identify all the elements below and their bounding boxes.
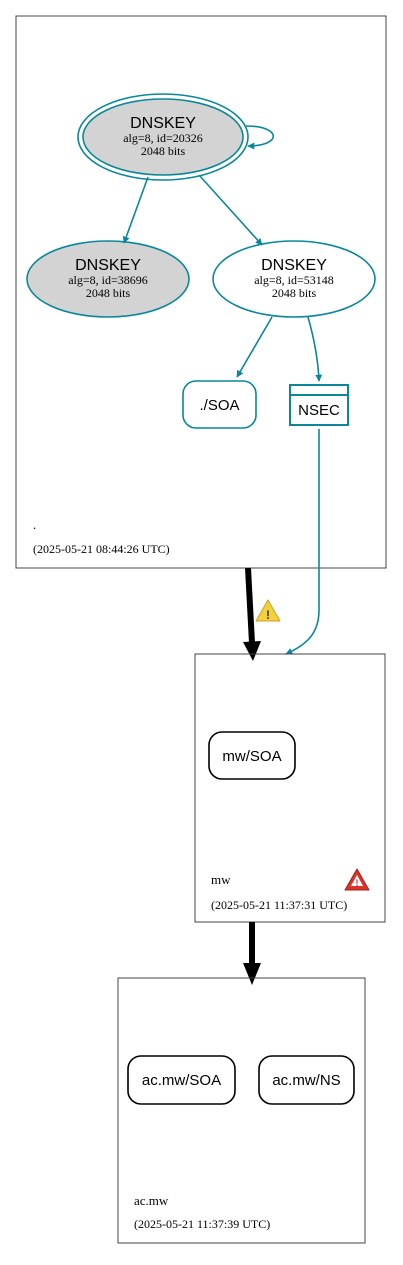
zone-root-timestamp: (2025-05-21 08:44:26 UTC): [33, 542, 170, 556]
dnskey-ksk-alg: alg=8, id=20326: [123, 131, 203, 145]
dnskey-zsk-title: DNSKEY: [261, 257, 327, 274]
zone-mw-timestamp: (2025-05-21 11:37:31 UTC): [211, 898, 347, 912]
acmw-ns-node[interactable]: ac.mw/NS: [258, 1055, 355, 1105]
zone-acmw: ac.mw/SOA ac.mw/NS ac.mw (2025-05-21 11:…: [117, 977, 366, 1244]
zone-acmw-timestamp: (2025-05-21 11:37:39 UTC): [134, 1217, 270, 1231]
root-nsec-label: NSEC: [298, 402, 340, 419]
zone-acmw-name: ac.mw: [134, 1193, 169, 1208]
ksk-to-ksk2-edge: [122, 176, 149, 244]
root-soa-node[interactable]: ./SOA: [182, 380, 257, 429]
dnskey-zsk-node[interactable]: DNSKEY alg=8, id=53148 2048 bits: [212, 240, 376, 318]
nsec-to-mw-edge: [285, 429, 320, 655]
delegation-mw-to-acmw: [243, 922, 261, 985]
zsk-to-nsec-edge: [307, 316, 323, 382]
error-icon: !: [344, 868, 370, 891]
acmw-soa-label: ac.mw/SOA: [142, 1072, 221, 1089]
dnskey-zsk-alg: alg=8, id=53148: [254, 273, 334, 287]
dnskey-ksk2-title: DNSKEY: [75, 257, 141, 274]
svg-text:!: !: [356, 878, 359, 888]
zone-root: DNSKEY alg=8, id=20326 2048 bits DNSKEY …: [15, 15, 387, 569]
dnskey-ksk-title: DNSKEY: [130, 115, 196, 132]
zone-acmw-border: [117, 977, 366, 1244]
root-soa-label: ./SOA: [199, 397, 239, 414]
warning-icon: !: [255, 599, 281, 622]
zone-root-name: .: [33, 517, 36, 532]
zone-mw-border: [194, 653, 386, 923]
dnskey-ksk2-bits: 2048 bits: [86, 286, 131, 300]
mw-soa-node[interactable]: mw/SOA: [208, 731, 296, 780]
dnskey-zsk-bits: 2048 bits: [272, 286, 317, 300]
zsk-to-soa-edge: [236, 316, 273, 378]
dnskey-ksk2-node[interactable]: DNSKEY alg=8, id=38696 2048 bits: [26, 240, 190, 318]
acmw-ns-label: ac.mw/NS: [272, 1072, 340, 1089]
dnskey-ksk-node[interactable]: DNSKEY alg=8, id=20326 2048 bits: [77, 93, 249, 181]
zone-mw-name: mw: [211, 872, 231, 887]
zone-root-border: [15, 15, 387, 569]
zone-mw: mw/SOA mw (2025-05-21 11:37:31 UTC) !: [194, 653, 386, 923]
acmw-soa-node[interactable]: ac.mw/SOA: [127, 1055, 236, 1105]
dnskey-ksk-bits: 2048 bits: [141, 144, 186, 158]
ksk-self-signature-edge: [245, 125, 275, 150]
root-nsec-node[interactable]: NSEC: [289, 384, 349, 426]
ksk-to-zsk-edge: [198, 174, 263, 246]
mw-soa-label: mw/SOA: [222, 748, 281, 765]
dnskey-ksk2-alg: alg=8, id=38696: [68, 273, 148, 287]
delegation-root-to-mw: [243, 567, 261, 661]
svg-text:!: !: [266, 608, 270, 622]
